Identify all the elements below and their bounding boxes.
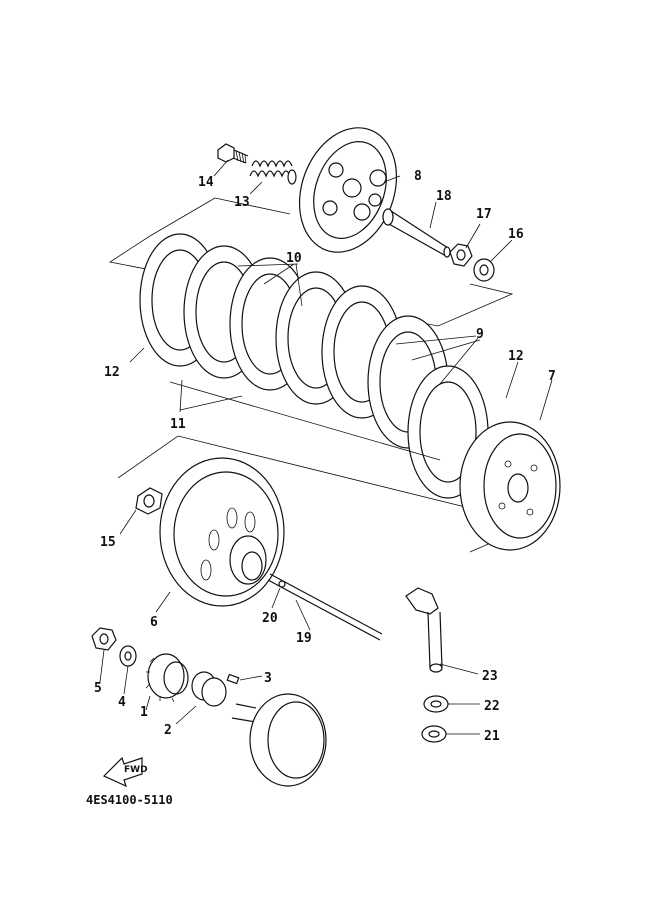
callout-10: 10 bbox=[286, 251, 302, 266]
callout-labels: 1 2 3 4 5 6 7 8 9 10 11 12 12 13 14 15 1… bbox=[94, 169, 556, 744]
long-push-rod-part bbox=[267, 573, 383, 641]
callout-5: 5 bbox=[94, 681, 102, 696]
callout-11: 11 bbox=[170, 417, 186, 432]
callout-16: 16 bbox=[508, 227, 524, 242]
lower-small-parts bbox=[91, 627, 240, 707]
leader-lines bbox=[99, 159, 553, 735]
callout-13: 13 bbox=[234, 195, 250, 210]
callout-3: 3 bbox=[264, 671, 272, 686]
callout-20: 20 bbox=[262, 611, 278, 626]
fwd-arrow-icon: FWD bbox=[102, 756, 148, 788]
push-rod-part bbox=[382, 208, 451, 258]
friction-plates-group bbox=[139, 233, 489, 499]
primary-drive-part bbox=[231, 693, 327, 787]
oil-seal-part bbox=[423, 695, 449, 713]
callout-4: 4 bbox=[118, 695, 126, 710]
diagram-code: 4ES4100-5110 bbox=[86, 793, 173, 807]
bolt-part bbox=[217, 143, 249, 164]
push-lever-part bbox=[405, 587, 443, 673]
pressure-plate-part bbox=[298, 127, 398, 253]
callout-22: 22 bbox=[484, 699, 500, 714]
callout-1: 1 bbox=[140, 705, 148, 720]
clutch-spring-part bbox=[249, 160, 297, 185]
plate-stack-outline bbox=[108, 197, 514, 327]
callout-18: 18 bbox=[436, 189, 452, 204]
callout-6: 6 bbox=[150, 615, 158, 630]
nut-part bbox=[449, 243, 473, 267]
clutch-boss-part bbox=[459, 421, 561, 551]
callout-21: 21 bbox=[484, 729, 500, 744]
callout-14: 14 bbox=[198, 175, 214, 190]
callout-12a: 12 bbox=[104, 365, 120, 380]
callout-12b: 12 bbox=[508, 349, 524, 364]
circlip-part bbox=[135, 487, 163, 515]
fwd-label: FWD bbox=[124, 765, 148, 775]
callout-19: 19 bbox=[296, 631, 312, 646]
callout-7: 7 bbox=[548, 369, 556, 384]
callout-23: 23 bbox=[482, 669, 498, 684]
callout-15: 15 bbox=[100, 535, 116, 550]
callout-9: 9 bbox=[476, 327, 484, 342]
callout-8: 8 bbox=[414, 169, 422, 184]
clutch-housing-part bbox=[159, 457, 285, 607]
lock-washer-part bbox=[473, 258, 495, 282]
bearing-part bbox=[421, 725, 447, 743]
callout-2: 2 bbox=[164, 723, 172, 738]
callout-17: 17 bbox=[476, 207, 492, 222]
